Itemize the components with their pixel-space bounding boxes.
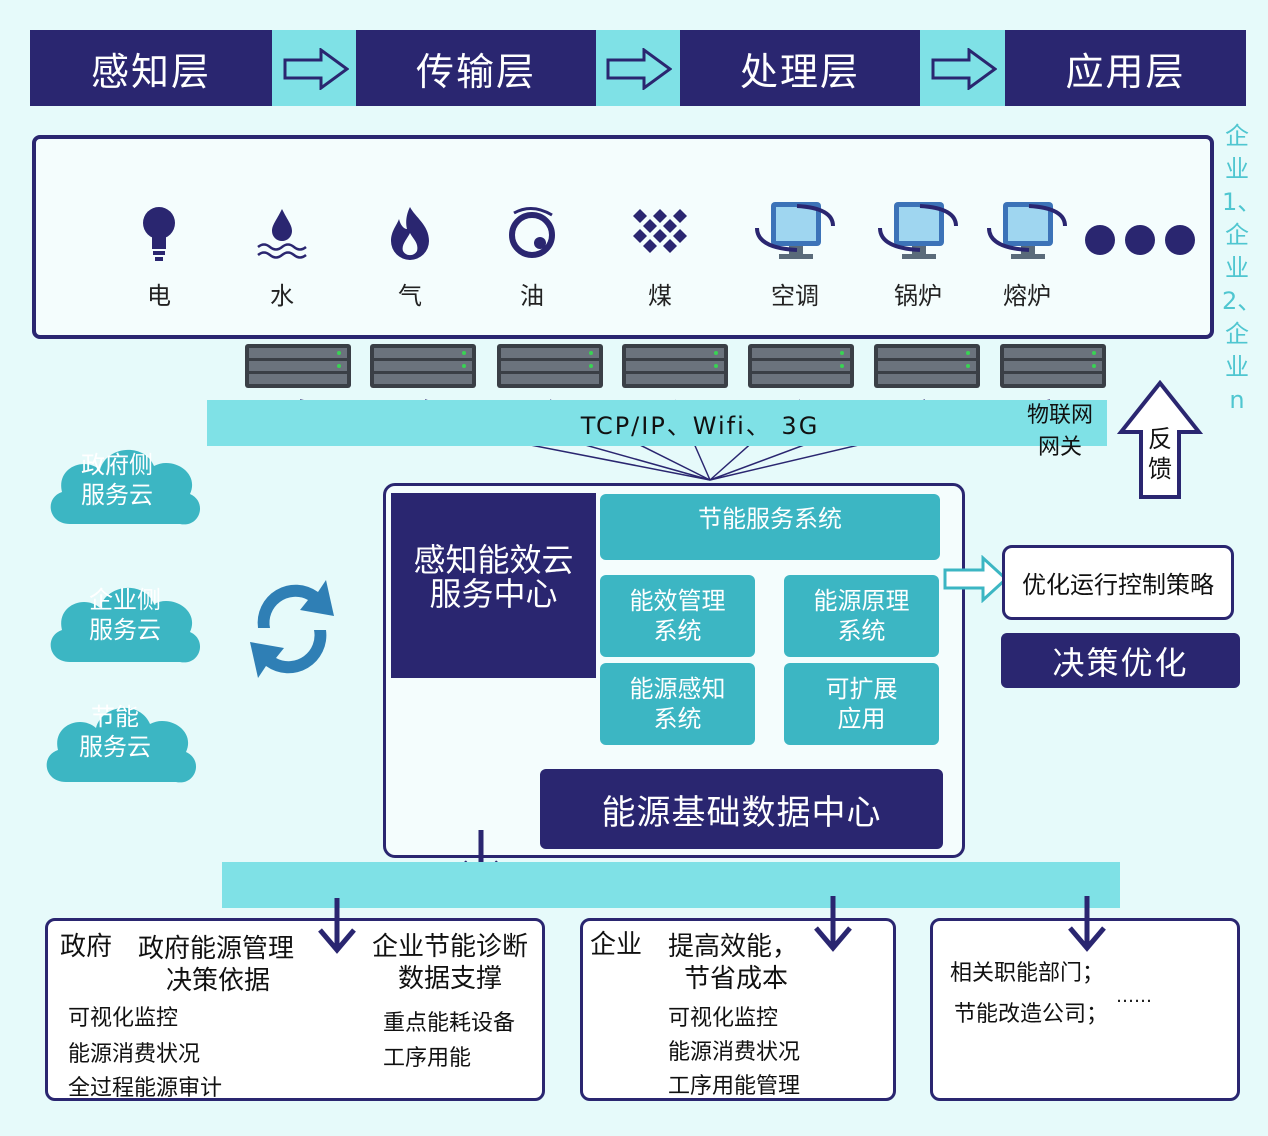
sense-item-gas: 气: [360, 198, 460, 311]
ent-item: 可视化监控: [668, 1006, 779, 1031]
diag-title-1: 企业节能诊断: [372, 932, 529, 962]
cloud-service-center: 感知能效云 服务中心: [391, 493, 596, 678]
sense-item-electricity: 电: [109, 198, 209, 311]
enterprise-cloud-label: 企业侧 服务云: [89, 586, 161, 644]
sense-item-water: 水: [232, 198, 332, 311]
server-icon: [497, 344, 603, 388]
layer-processing: 处理层: [680, 30, 920, 106]
sense-item-coal: 煤: [610, 198, 710, 311]
coal-icon: [633, 209, 687, 253]
other-ellipsis: ……: [1116, 986, 1152, 1007]
water-icon: [257, 209, 307, 259]
energy-cloud-label: 节能 服务云: [79, 703, 151, 761]
down-arrow-icon: [814, 896, 852, 952]
right-arrow-icon: [943, 555, 1009, 603]
enterprise-cloud-icon: [50, 587, 201, 663]
government-box: [45, 918, 545, 1101]
enterprise-box: [580, 918, 896, 1101]
layer-application: 应用层: [1005, 30, 1246, 106]
ent-title: 企业: [590, 930, 643, 960]
server-icon: [622, 344, 728, 388]
sense-item-oil: 油: [482, 198, 582, 311]
right-arrow-icon: [606, 48, 672, 90]
diag-item: 重点能耗设备: [383, 1011, 516, 1036]
oil-icon: [509, 207, 555, 258]
server-icon: [1000, 344, 1106, 388]
gov-item: 能源消费状况: [68, 1042, 201, 1067]
enterprise-list-label: 企业1、企业2、企业n: [1222, 122, 1262, 414]
server-icon: [874, 344, 980, 388]
extensible-application: 可扩展应用: [784, 663, 939, 745]
server-icon: [245, 344, 351, 388]
sense-item-ac: 空调: [745, 198, 845, 311]
other-line-2: 节能改造公司；: [954, 1002, 1109, 1027]
diag-item: 工序用能: [383, 1046, 472, 1071]
feedback-label: 反馈: [1148, 425, 1172, 483]
gov-subtitle-2: 决策依据: [166, 966, 271, 996]
lightbulb-icon: [143, 207, 175, 261]
gov-title: 政府: [60, 932, 113, 962]
gov-item: 可视化监控: [68, 1006, 179, 1031]
gov-subtitle-1: 政府能源管理: [138, 934, 295, 964]
network-protocols: TCP/IP、Wifi、 3G: [580, 412, 820, 440]
down-arrow-icon: [318, 898, 356, 954]
optimization-strategy-box: 优化运行控制策略: [1002, 545, 1234, 620]
feedback-up-arrow-icon: [1117, 380, 1203, 499]
ellipsis-dots-icon: [1085, 225, 1195, 255]
ent-item: 工序用能管理: [668, 1074, 801, 1099]
distribution-band: [222, 862, 1120, 908]
layer-sensing: 感知层: [30, 30, 272, 106]
down-arrow-icon: [1068, 896, 1106, 952]
ent-subtitle-1: 提高效能，: [668, 932, 799, 962]
other-line-1: 相关职能部门；: [950, 961, 1105, 986]
decision-optimization-box: 决策优化: [1001, 633, 1240, 688]
server-icon: [748, 344, 854, 388]
monitor-icon: [987, 202, 1067, 259]
right-arrow-icon: [931, 48, 997, 90]
energy-principle-system: 能源原理系统: [784, 575, 939, 657]
ent-item: 能源消费状况: [668, 1040, 801, 1065]
gov-cloud-label: 政府侧 服务云: [81, 451, 153, 509]
energy-service-system: 节能服务系统: [600, 494, 940, 560]
refresh-cycle-icon: [250, 580, 334, 678]
gov-cloud-icon: [50, 449, 201, 525]
server-icon: [370, 344, 476, 388]
energy-perception-system: 能源感知系统: [600, 663, 755, 745]
sense-item-furnace: 熔炉: [977, 198, 1077, 311]
energy-data-center: 能源基础数据中心: [540, 769, 943, 849]
flame-icon: [391, 207, 429, 260]
network-band: [207, 400, 1107, 446]
iot-gateway-label: 物联网 网关: [1026, 403, 1093, 460]
energy-cloud-icon: [46, 707, 197, 783]
diag-title-2: 数据支撑: [398, 964, 503, 994]
sense-item-boiler: 锅炉: [868, 198, 968, 311]
monitor-icon: [755, 202, 835, 259]
right-arrow-icon: [283, 48, 349, 90]
efficiency-mgmt-system: 能效管理系统: [600, 575, 755, 657]
gov-item: 全过程能源审计: [68, 1076, 223, 1101]
monitor-icon: [878, 202, 958, 259]
ent-subtitle-2: 节省成本: [684, 964, 789, 994]
layer-transmission: 传输层: [356, 30, 596, 106]
